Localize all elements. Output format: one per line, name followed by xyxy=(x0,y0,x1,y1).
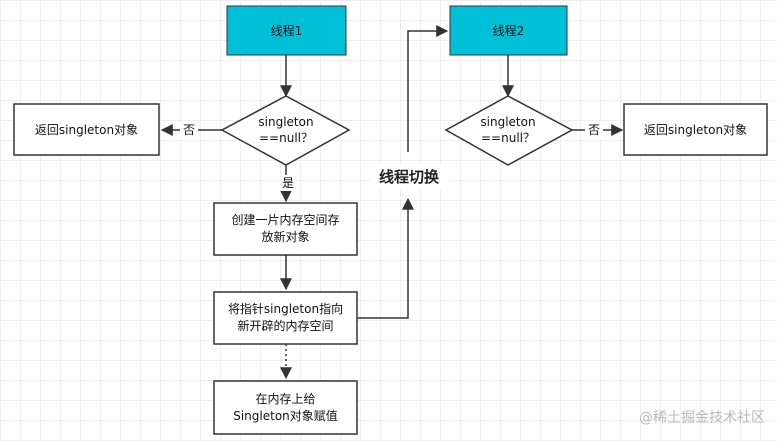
alloc-line1: 创建一片内存空间存 xyxy=(231,213,339,227)
watermark: @稀土掘金技术社区 xyxy=(639,410,765,426)
thread2-label: 线程2 xyxy=(493,23,525,38)
check1-line1: singleton xyxy=(258,115,313,129)
alloc-node: 创建一片内存空间存 放新对象 xyxy=(213,202,358,256)
check1-line2: ==null？ xyxy=(259,131,313,145)
thread1-node: 线程1 xyxy=(226,5,347,56)
edge-label-no-2: 否 xyxy=(588,123,600,137)
init-line1: 在内存上给 xyxy=(255,392,315,406)
thread1-label: 线程1 xyxy=(271,23,303,38)
return2-label: 返回singleton对象 xyxy=(644,123,747,137)
return1-node: 返回singleton对象 xyxy=(13,103,160,156)
check2-line2: ==null？ xyxy=(481,131,535,145)
assign-line1: 将指针singleton指向 xyxy=(228,301,343,316)
alloc-line2: 放新对象 xyxy=(261,229,309,244)
assign-line2: 新开辟的内存空间 xyxy=(237,318,333,333)
edge-label-yes: 是 xyxy=(282,176,294,190)
return1-label: 返回singleton对象 xyxy=(35,123,138,137)
thread2-node: 线程2 xyxy=(449,5,568,56)
check2-line1: singleton xyxy=(480,115,535,129)
check2-decision: singleton ==null？ xyxy=(444,95,574,166)
assign-node: 将指针singleton指向 新开辟的内存空间 xyxy=(213,291,358,345)
init-node: 在内存上给 Singleton对象赋值 xyxy=(213,380,358,435)
connectors xyxy=(160,25,624,380)
init-line2: Singleton对象赋值 xyxy=(233,408,338,423)
edge-label-no-1: 否 xyxy=(183,123,195,137)
edge-thread-switch-lower xyxy=(357,197,414,319)
edge-thread-switch-upper xyxy=(407,25,449,152)
thread-switch-label: 线程切换 xyxy=(379,168,440,186)
check1-decision: singleton ==null？ xyxy=(220,95,351,166)
return2-node: 返回singleton对象 xyxy=(623,103,768,156)
